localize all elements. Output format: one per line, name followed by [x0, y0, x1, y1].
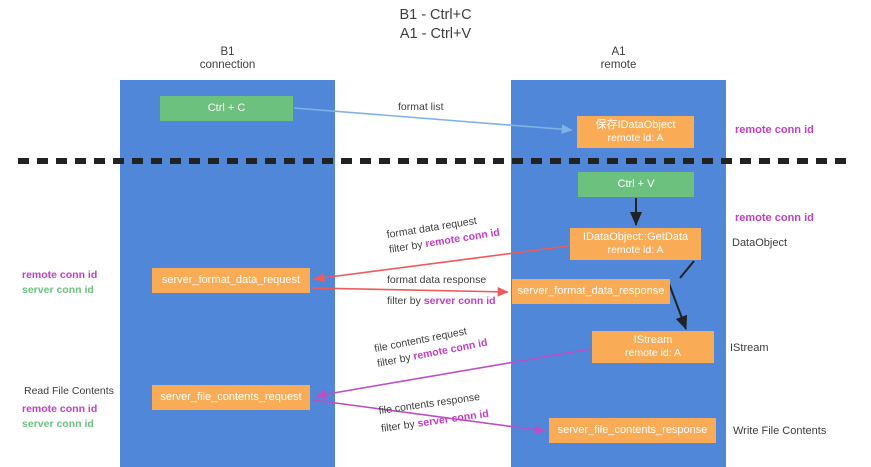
node-save-idataobject[interactable]: 保存IDataObject remote id: A: [577, 116, 694, 148]
node-server-format-data-response[interactable]: server_format_data_response: [512, 279, 670, 304]
annotation-right-top-remote-conn-id: remote conn id: [735, 123, 814, 138]
node-server-format-data-request-label: server_format_data_request: [161, 274, 301, 286]
annotation-text: DataObject: [732, 237, 788, 249]
lane-header-b1-title: B1: [220, 46, 235, 58]
node-ctrl-c-label: Ctrl + C: [207, 102, 246, 114]
title-line-1: B1 - Ctrl+C: [399, 7, 472, 23]
node-idataobject-getdata-label: IDataObject::GetData: [582, 231, 689, 243]
annotation-right-write-file-contents: Write File Contents: [733, 424, 826, 439]
node-server-format-data-request[interactable]: server_format_data_request: [152, 268, 310, 293]
annotation-left-mid-remote-conn-id: remote conn id: [22, 269, 98, 281]
annotation-left-bottom-server-conn-id: server conn id: [22, 418, 94, 430]
annotation-left-bottom-remote-conn-id: remote conn id: [22, 403, 98, 415]
annotation-left-mid-server-conn-id: server conn id: [22, 284, 94, 296]
node-istream[interactable]: IStream remote id: A: [592, 331, 714, 363]
edge-label-format-list: format list: [398, 100, 444, 115]
title-line-2: A1 - Ctrl+V: [399, 26, 472, 42]
edge-label-file-contents-response: file contents response filter by server …: [378, 389, 490, 437]
annotation-right-mid-remote-conn-id: remote conn id: [735, 211, 814, 226]
node-server-file-contents-response[interactable]: server_file_contents_response: [549, 418, 716, 443]
annotation-text: remote conn id: [735, 124, 814, 136]
node-server-format-data-response-label: server_format_data_response: [517, 285, 665, 297]
node-istream-label: IStream: [633, 334, 673, 346]
lane-header-a1: A1 remote: [511, 46, 726, 72]
edge-label-format-data-response: format data response filter by server co…: [387, 273, 496, 309]
edge-label-file-contents-request: file contents request filter by remote c…: [373, 321, 489, 372]
annotation-right-dataobject: DataObject: [732, 236, 787, 251]
annotation-text: Write File Contents: [733, 425, 827, 437]
lane-header-b1-subtitle: connection: [199, 59, 256, 71]
node-save-idataobject-label: 保存IDataObject: [595, 119, 676, 131]
lane-header-b1: B1 connection: [120, 46, 335, 72]
lane-header-a1-title: A1: [611, 46, 626, 58]
node-istream-remote-id: remote id: A: [624, 347, 682, 359]
node-idataobject-getdata[interactable]: IDataObject::GetData remote id: A: [570, 228, 701, 260]
edge-label-format-data-request: format data request filter by remote con…: [386, 211, 501, 258]
annotation-text: IStream: [730, 342, 769, 354]
node-ctrl-v[interactable]: Ctrl + V: [578, 172, 694, 197]
filter-prefix: filter by: [380, 417, 419, 435]
annotation-left-mid-conn-ids: remote conn id server conn id: [22, 268, 97, 298]
node-server-file-contents-request[interactable]: server_file_contents_request: [152, 385, 310, 410]
annotation-left-read-file-contents: Read File Contents: [24, 384, 114, 399]
lane-header-a1-subtitle: remote: [600, 59, 637, 71]
node-idataobject-getdata-remote-id: remote id: A: [607, 244, 664, 256]
node-ctrl-v-label: Ctrl + V: [617, 178, 655, 190]
edge-label-format-list-text: format list: [398, 101, 444, 113]
node-save-idataobject-remote-id: remote id: A: [607, 132, 664, 144]
node-ctrl-c[interactable]: Ctrl + C: [160, 96, 293, 121]
filter-prefix: filter by: [387, 295, 424, 307]
diagram-title: B1 - Ctrl+C A1 - Ctrl+V: [0, 6, 871, 44]
edge-label-format-data-response-line1: format data response: [387, 274, 487, 286]
annotation-text: Read File Contents: [24, 385, 114, 397]
node-server-file-contents-response-label: server_file_contents_response: [557, 424, 708, 436]
annotation-text: remote conn id: [735, 212, 814, 224]
annotation-right-istream: IStream: [730, 341, 769, 356]
filter-value-server-conn-id: server conn id: [423, 295, 496, 307]
edge-label-format-data-response-filter: filter by server conn id: [387, 294, 496, 309]
annotation-left-bottom-conn-ids: remote conn id server conn id: [22, 402, 97, 432]
node-server-file-contents-request-label: server_file_contents_request: [160, 391, 302, 403]
